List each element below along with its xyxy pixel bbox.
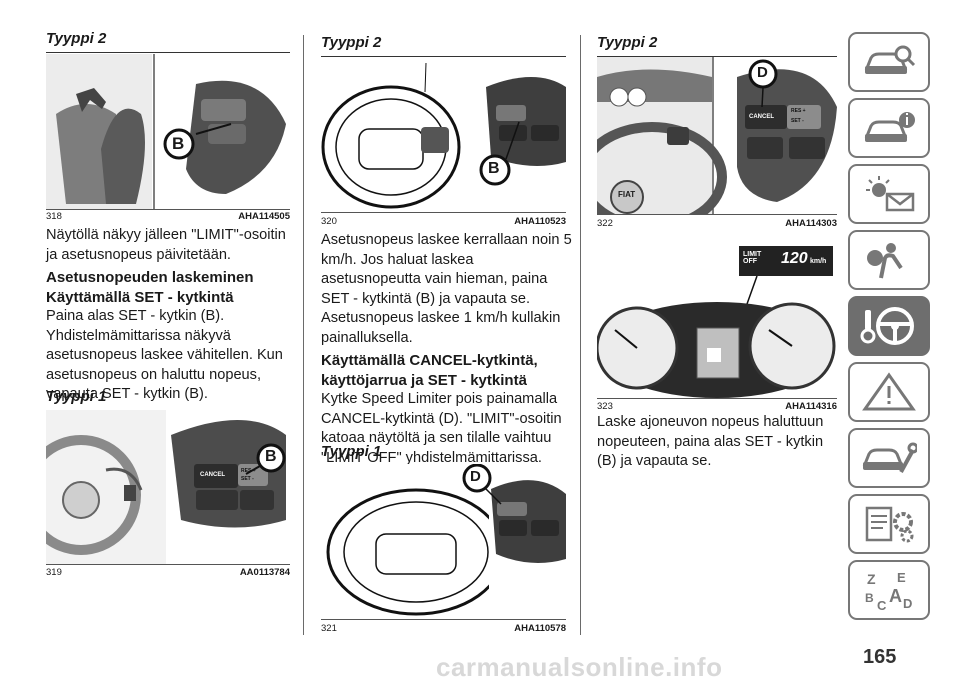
steering-key-icon: [860, 307, 914, 345]
figure-323: LIMIT OFF 120 km/h: [597, 238, 837, 399]
button-set-label: SET -: [241, 476, 254, 482]
car-search-icon: [864, 45, 916, 74]
figure-code: AHA110523: [514, 216, 566, 227]
car-wrench-icon: [862, 442, 917, 473]
section-title: Tyyppi 2: [597, 34, 658, 51]
figure-319-caption: 319 AA0113784: [46, 567, 290, 578]
heading: Käyttämällä CANCEL-kytkintä, käyttöjarru…: [321, 352, 538, 389]
heading: Asetusnopeuden laskeminen: [46, 269, 254, 286]
car-info-icon: [864, 112, 915, 142]
svg-text:D: D: [903, 596, 912, 611]
tab-technical-data[interactable]: [848, 494, 930, 554]
figure-322: FIAT CANCEL RES + SET - D: [597, 57, 837, 215]
figure-code: AHA114303: [785, 218, 837, 229]
button-res-label: RES +: [241, 468, 256, 474]
callout-b: B: [172, 134, 185, 153]
column-divider: [580, 35, 581, 635]
tab-emergency[interactable]: [848, 362, 930, 422]
figure-code: AHA114316: [785, 401, 837, 412]
section-subtitle: Tyyppi 1: [46, 388, 107, 405]
section-title: Tyyppi 2: [321, 34, 382, 51]
button-cancel-label: CANCEL: [749, 114, 774, 120]
tab-car-search[interactable]: [848, 32, 930, 92]
figure-number: 323: [597, 401, 613, 412]
display-speed-unit: km/h: [810, 258, 827, 265]
figure-321-caption: 321 AHA110578: [321, 623, 566, 634]
road-warning-icon: [862, 372, 916, 411]
paragraph: Laske ajoneuvon nopeus haluttuun nopeute…: [597, 414, 824, 469]
settings-document-icon: [865, 506, 914, 543]
tab-safety[interactable]: [848, 230, 930, 290]
paragraph: Asetusnopeus laskee kerrallaan noin 5 km…: [321, 232, 572, 346]
figure-323-caption: 323 AHA114316: [597, 401, 837, 412]
tab-maintenance[interactable]: [848, 428, 930, 488]
paragraph: Näytöllä näkyy jälleen "LIMIT"-osoitin j…: [46, 227, 286, 263]
fiat-logo: FIAT: [618, 190, 636, 199]
figure-code: AHA114505: [238, 211, 290, 222]
display-speed-value: 120: [781, 250, 808, 267]
button-cancel-label: CANCEL: [200, 472, 225, 478]
figure-321: D: [321, 464, 566, 620]
column1-text: Näytöllä näkyy jälleen "LIMIT"-osoitin j…: [46, 226, 296, 405]
airbag-person-icon: [867, 243, 903, 279]
paragraph: Kytke Speed Limiter pois painamalla CANC…: [321, 391, 562, 466]
section-subtitle: Tyyppi 1: [321, 443, 382, 460]
column3-text: Laske ajoneuvon nopeus haluttuun nopeute…: [597, 413, 837, 472]
figure-318: B: [46, 54, 290, 210]
svg-text:C: C: [877, 598, 887, 612]
callout-d: D: [470, 468, 481, 485]
svg-text:B: B: [865, 591, 874, 605]
figure-code: AA0113784: [239, 567, 290, 578]
heading: Käyttämällä SET - kytkintä: [46, 288, 234, 306]
display-limit-off: LIMIT OFF: [743, 251, 762, 265]
figure-320: B: [321, 57, 566, 213]
figure-code: AHA110578: [514, 623, 566, 634]
page-number: 165: [863, 646, 897, 668]
column-divider: [303, 35, 304, 635]
title-rule: [597, 56, 837, 57]
alphabet-index-icon: Z E B C A D: [865, 570, 912, 612]
watermark: carmanualsonline.info: [436, 652, 723, 682]
figure-318-caption: 318 AHA114505: [46, 211, 290, 222]
figure-number: 320: [321, 216, 337, 227]
column2-text: Asetusnopeus laskee kerrallaan noin 5 km…: [321, 231, 573, 468]
svg-text:A: A: [889, 586, 902, 606]
paragraph: Yhdistelmämittarissa näkyvä asetusnopeus…: [46, 327, 283, 403]
figure-322-caption: 322 AHA114303: [597, 218, 837, 229]
title-rule: [46, 52, 290, 53]
paragraph: Paina alas SET - kytkin (B).: [46, 308, 225, 324]
figure-number: 318: [46, 211, 62, 222]
svg-text:Z: Z: [867, 571, 876, 587]
figure-320-caption: 320 AHA110523: [321, 216, 566, 227]
warning-light-icon: [866, 176, 915, 212]
title-rule: [321, 56, 566, 57]
callout-d: D: [757, 64, 768, 81]
tab-car-info[interactable]: [848, 98, 930, 158]
tab-warning-lights[interactable]: [848, 164, 930, 224]
button-set-label: SET -: [791, 118, 804, 124]
figure-number: 321: [321, 623, 337, 634]
figure-number: 319: [46, 567, 62, 578]
tab-index[interactable]: Z E B C A D: [848, 560, 930, 620]
figure-319: CANCEL RES + SET - B: [46, 410, 290, 565]
callout-b: B: [265, 448, 277, 465]
tab-starting-driving[interactable]: [848, 296, 930, 356]
callout-b: B: [488, 160, 500, 177]
figure-number: 322: [597, 218, 613, 229]
section-title: Tyyppi 2: [46, 30, 107, 47]
svg-text:E: E: [897, 570, 906, 585]
button-res-label: RES +: [791, 108, 806, 114]
